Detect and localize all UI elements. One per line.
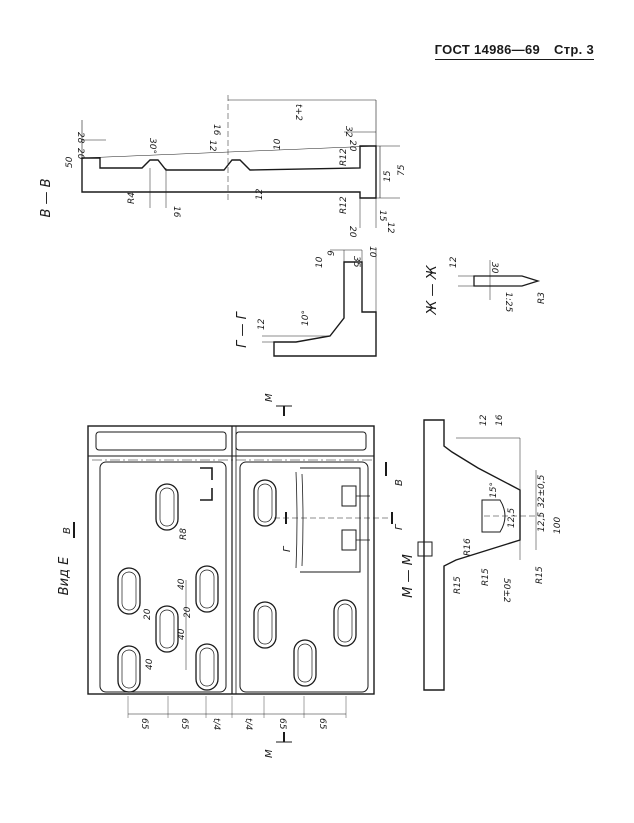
zhzh-dim-1: 12 (449, 256, 459, 268)
view-e-plate-outline (87, 425, 375, 695)
section-markers: В В Г Г М М (62, 393, 405, 758)
view-e: Вид Е (57, 393, 405, 758)
section-zhzh-profile (473, 275, 541, 287)
ve-dim-12: 65 (317, 718, 327, 730)
vv-dim-11: t+2 (293, 104, 303, 121)
mm-dim-1: 12 (479, 414, 489, 426)
vv-dim-10: 10 (273, 138, 283, 150)
mm-dim-12: 50±2 (501, 578, 511, 603)
mm-dim-7: 100 (553, 517, 563, 534)
mm-dim-4: 15° (489, 482, 499, 498)
gg-dim-6: 10 (367, 246, 377, 258)
vv-dim-15: 15 (383, 170, 393, 182)
mm-dim-8: R16 (463, 538, 473, 556)
slot (155, 483, 179, 531)
ve-dim-9: t/4 (211, 718, 221, 731)
vv-dim-20: 12 (385, 222, 395, 234)
section-vv: В — В 28 20 50 R4 16 30° 16 12 12 10 t+2… (39, 95, 407, 238)
section-gg-title: Г — Г (235, 310, 250, 348)
ve-dim-1: R8 (179, 528, 189, 540)
mm-dim-10: R15 (481, 568, 491, 586)
slots-right (253, 479, 357, 687)
page-header: ГОСТ 14986—69 Стр. 3 (434, 42, 594, 60)
ve-dim-4: 40 (177, 628, 187, 640)
vv-dim-13: 20 (347, 140, 357, 152)
marker-b-right: В (394, 479, 405, 486)
mm-dim-9: R15 (453, 576, 463, 594)
ve-dim-5: 20 (143, 608, 153, 620)
vv-dim-1: 28 (75, 132, 85, 144)
vv-dim-7: 16 (211, 124, 221, 136)
slot (117, 645, 141, 693)
page-number: Стр. 3 (554, 42, 594, 57)
ve-dim-8: 65 (179, 718, 189, 730)
vv-dim-5: 16 (171, 206, 181, 218)
slot (253, 479, 277, 527)
vv-dim-6: 30° (147, 138, 157, 154)
vv-dim-14: R12 (339, 148, 349, 166)
vv-dim-9: 12 (255, 188, 265, 200)
slot (195, 565, 219, 613)
vv-dim-18: 15 (377, 210, 387, 222)
slot (195, 643, 219, 691)
zhzh-dim-2: 30 (489, 262, 499, 274)
slot (155, 605, 179, 653)
slot (293, 639, 317, 687)
gg-dim-3: 10 (315, 256, 325, 268)
section-zhzh: Ж — Ж 12 30 1:25 R3 (425, 256, 547, 315)
mm-dim-2: 16 (495, 414, 505, 426)
marker-g-right: Г (394, 523, 405, 530)
section-zhzh-title: Ж — Ж (425, 264, 440, 315)
vv-dim-8: 12 (207, 140, 217, 152)
mm-dim-11: R15 (535, 566, 545, 584)
slots-left (117, 483, 219, 693)
marker-m-bottom: М (264, 749, 275, 758)
gg-dim-5: 35 (351, 256, 361, 268)
section-vv-profile (81, 145, 377, 199)
vv-dim-16: 75 (397, 164, 407, 176)
gg-dim-1: 12 (257, 318, 267, 330)
view-e-title: Вид Е (57, 556, 72, 595)
mm-dim-5: 12,5 (507, 508, 517, 528)
gg-dim-2: 10° (301, 310, 311, 326)
marker-m-top: М (264, 393, 275, 402)
ve-dim-7: 65 (139, 718, 149, 730)
ve-dim-11: 65 (277, 718, 287, 730)
zhzh-dim-3: 1:25 (503, 292, 513, 312)
standard-number: ГОСТ 14986—69 (434, 42, 541, 57)
mm-dim-3: 32±0,5 (537, 474, 547, 508)
vv-dim-17: R12 (339, 196, 349, 214)
ve-dim-3: 20 (183, 606, 193, 618)
section-mm-title: М — М (401, 554, 416, 598)
slot (333, 599, 357, 647)
gg-dim-4: 9 (327, 250, 337, 256)
section-gg: Г — Г 12 10° 10 9 35 10 (235, 246, 377, 357)
section-mm: М — М 12 16 32±0,5 15° 12,5 12,5 100 R16… (401, 414, 563, 691)
ve-dim-6: 40 (145, 658, 155, 670)
vv-dim-12: 32 (343, 126, 353, 138)
vv-dim-4: R4 (127, 192, 137, 204)
slot (117, 567, 141, 615)
vv-dim-2: 20 (75, 148, 85, 160)
lug-block (274, 467, 392, 573)
ve-dim-2: 40 (177, 578, 187, 590)
vv-dim-3: 50 (65, 156, 75, 168)
vv-dim-19: 20 (347, 226, 357, 238)
marker-g-left: Г (282, 545, 293, 552)
marker-b-left: В (62, 527, 73, 534)
mm-dim-6: 12,5 (537, 512, 547, 532)
ve-dim-10: t/4 (243, 718, 253, 731)
section-vv-title: В — В (39, 178, 54, 217)
slot (253, 601, 277, 649)
zhzh-dim-4: R3 (537, 292, 547, 304)
